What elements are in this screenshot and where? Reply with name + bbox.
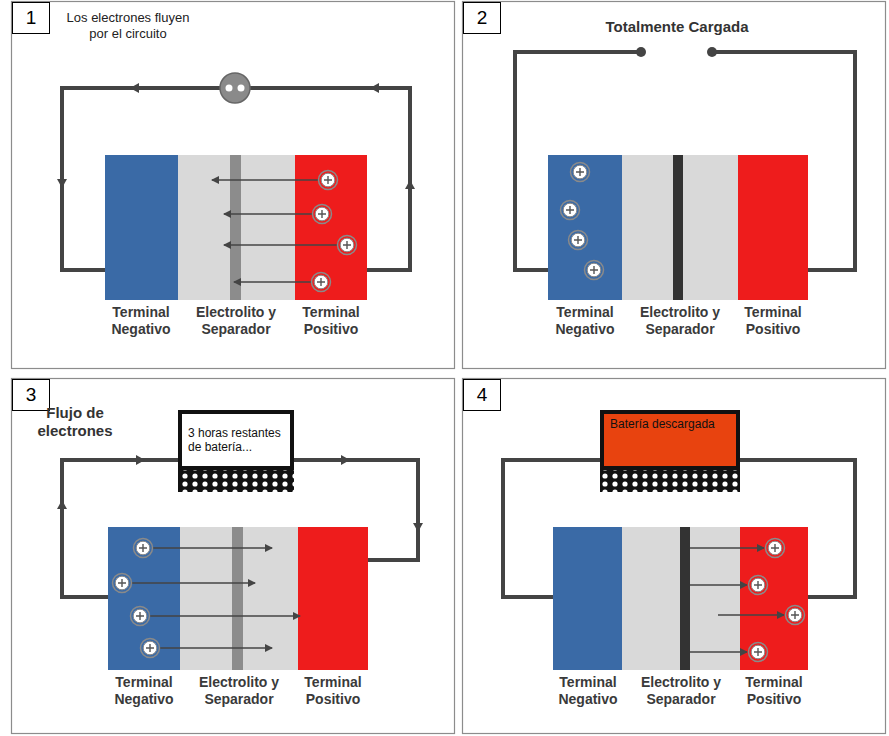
panel-frame (12, 2, 886, 734)
box-text-group: 3 (26, 384, 37, 406)
terminal-label: Electrolito y Separador (625, 304, 735, 338)
box-text-group: 2 (477, 7, 488, 29)
panel-caption: Flujo de electrones (25, 404, 125, 440)
device-screen: Batería descargada (600, 410, 740, 470)
screen-text: 3 horas restantes de batería... (188, 426, 284, 454)
terminal-label: Terminal Negativo (540, 304, 630, 338)
panel-caption: Totalmente Cargada (587, 18, 767, 36)
battery-cell (548, 155, 808, 300)
device-screen: 3 horas restantes de batería... (178, 410, 294, 470)
box-text-group: 1 (26, 7, 37, 29)
terminal-label: Electrolito y Separador (626, 674, 736, 708)
terminal-label: Electrolito y Separador (181, 304, 291, 338)
ion-arrow (132, 548, 300, 648)
device-keypad (600, 470, 740, 492)
terminal-label: Terminal Positivo (288, 674, 378, 708)
box-text-group: 3 horas restantes de batería... (188, 426, 284, 454)
battery-cell (105, 155, 367, 300)
battery-cell (553, 527, 808, 670)
box-text-group: Batería descargada (610, 417, 715, 431)
terminal-label: Terminal Positivo (729, 674, 819, 708)
panel-number: 2 (463, 2, 501, 34)
device-keypad (178, 470, 294, 492)
screen-text: Batería descargada (610, 417, 715, 431)
callout-number: 1 (26, 7, 37, 29)
terminal-label: Terminal Positivo (286, 304, 376, 338)
terminal-label: Electrolito y Separador (184, 674, 294, 708)
callout-number: 3 (26, 384, 37, 406)
callout-number: 2 (477, 7, 488, 29)
switch-contact (636, 47, 717, 57)
lithium-ion (561, 163, 604, 280)
panel-number: 3 (12, 379, 50, 411)
panel-number: 1 (12, 2, 50, 34)
terminal-label: Terminal Negativo (96, 304, 186, 338)
lithium-ion (113, 539, 160, 658)
terminal-label: Terminal Negativo (99, 674, 189, 708)
terminal-label: Terminal Positivo (728, 304, 818, 338)
lithium-ion (749, 539, 805, 662)
bulb-symbol (220, 73, 250, 103)
ion-arrow (212, 180, 337, 282)
battery-cell (108, 527, 368, 670)
callout-number: 4 (477, 384, 488, 406)
terminal-label: Terminal Negativo (543, 674, 633, 708)
lithium-ion (312, 171, 357, 292)
panel-number: 4 (463, 379, 501, 411)
box-text-group: 4 (477, 384, 488, 406)
panel-caption: Los electrones fluyen por el circuito (63, 10, 193, 41)
ion-arrow (690, 548, 784, 652)
